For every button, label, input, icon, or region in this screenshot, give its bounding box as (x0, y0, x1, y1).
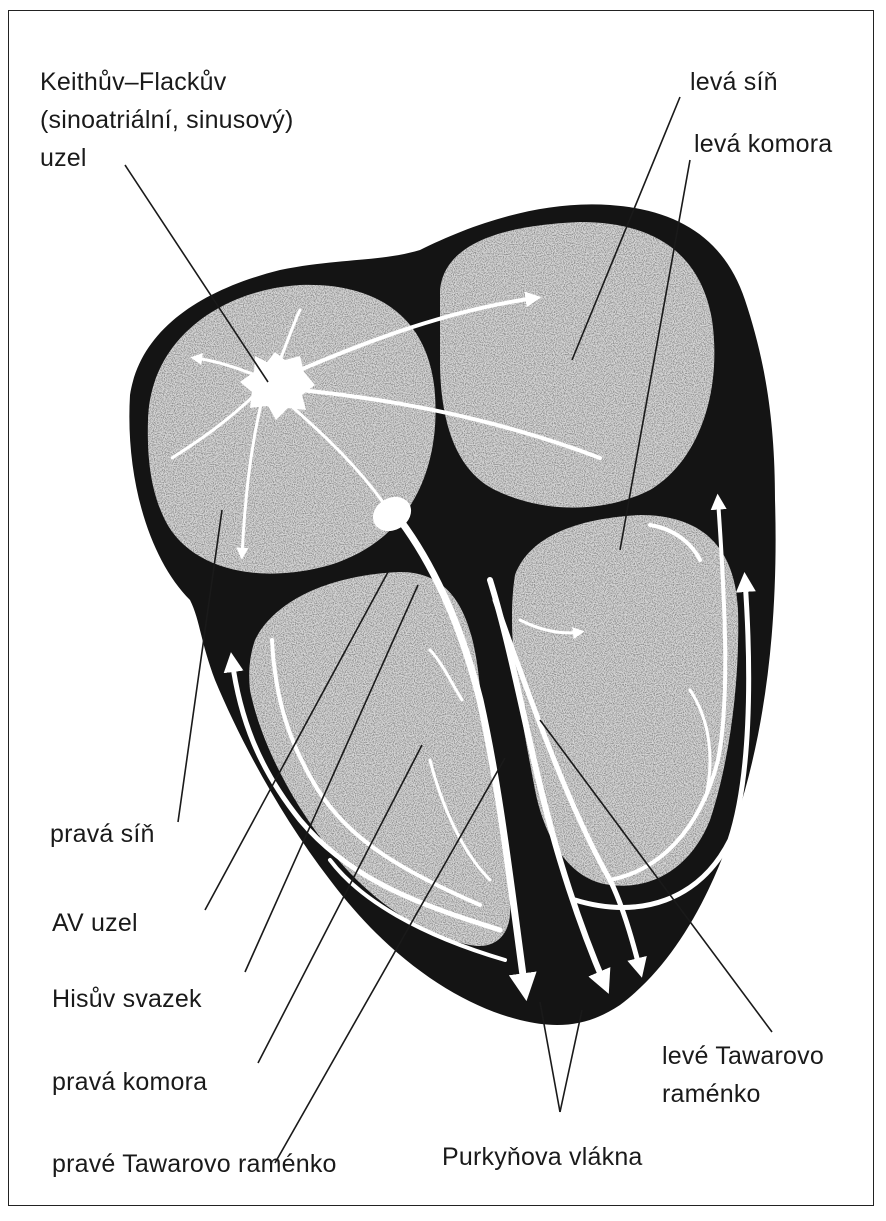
label-sa-node-line1: Keithův–Flackův (40, 66, 226, 99)
label-left-bundle-line1: levé Tawarovo (662, 1040, 824, 1073)
label-right-bundle: pravé Tawarovo raménko (52, 1148, 337, 1181)
label-sa-node-line2: (sinoatriální, sinusový) (40, 104, 294, 137)
label-left-bundle-line2: raménko (662, 1078, 761, 1111)
label-right-ventricle: pravá komora (52, 1066, 207, 1099)
label-his-bundle: Hisův svazek (52, 983, 202, 1016)
label-sa-node-line3: uzel (40, 142, 87, 175)
label-av-node: AV uzel (52, 907, 138, 940)
label-left-ventricle: levá komora (694, 128, 832, 161)
label-right-atrium: pravá síň (50, 818, 155, 851)
label-purkinje: Purkyňova vlákna (442, 1141, 643, 1174)
label-left-atrium: levá síň (690, 66, 778, 99)
